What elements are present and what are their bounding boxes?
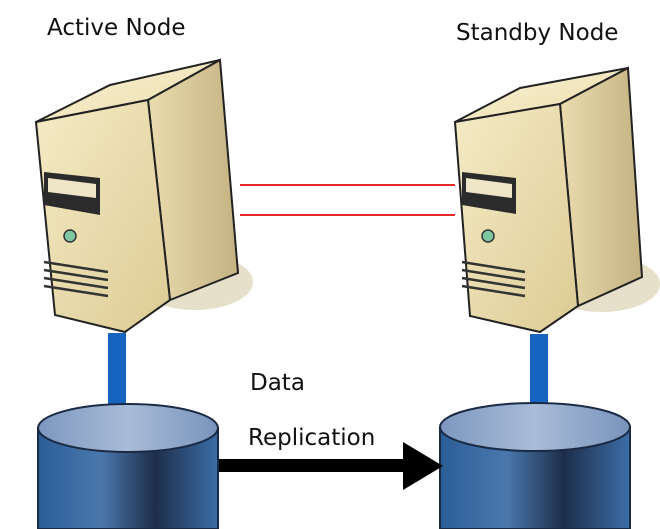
- replication-label-line1: Data: [250, 370, 305, 396]
- active-storage-link: [108, 333, 126, 410]
- replication-label-line2: Replication: [248, 425, 376, 451]
- standby-server-icon: [453, 66, 660, 334]
- active-disk-icon: [37, 403, 219, 529]
- active-node-label: Active Node: [47, 15, 186, 41]
- standby-storage-link: [530, 334, 548, 411]
- standby-disk-icon: [439, 402, 631, 529]
- active-server-icon: [34, 58, 253, 334]
- replication-arrow-icon: [219, 442, 443, 490]
- standby-node-label: Standby Node: [456, 20, 619, 46]
